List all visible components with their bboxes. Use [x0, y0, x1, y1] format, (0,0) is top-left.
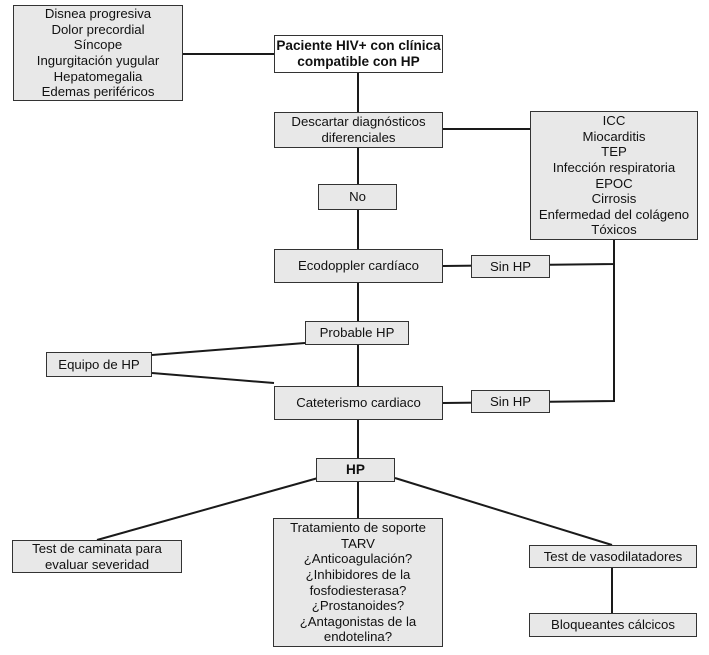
walk-test-text: Test de caminata para evaluar severidad	[32, 541, 162, 572]
differential-item: Miocarditis	[582, 128, 646, 144]
symptom-item: Dolor precordial	[51, 21, 145, 37]
calcium-blockers-box: Bloqueantes cálcicos	[529, 613, 697, 637]
walk-test-line: evaluar severidad	[44, 556, 150, 572]
treatment-item: ¿Prostanoides?	[311, 598, 405, 614]
treatment-item: fosfodiesterasa?	[309, 582, 407, 598]
symptom-item: Disnea progresiva	[44, 6, 152, 22]
probable-hp-label: Probable HP	[319, 325, 395, 341]
no-hp-box-echo: Sin HP	[471, 255, 550, 278]
no-hp-box-cath: Sin HP	[471, 390, 550, 413]
no-label: No	[349, 189, 366, 205]
treatment-box: Tratamiento de soporte TARV ¿Anticoagula…	[273, 518, 443, 647]
vasodilator-test-label: Test de vasodilatadores	[543, 548, 683, 564]
differential-item: TEP	[601, 144, 627, 160]
treatment-item: ¿Inhibidores de la	[305, 566, 411, 582]
hp-team-label: Equipo de HP	[58, 356, 140, 372]
treatment-item: TARV	[341, 535, 375, 551]
rule-out-line: Descartar diagnósticos	[291, 114, 426, 130]
rule-out-box: Descartar diagnósticos diferenciales	[274, 112, 443, 148]
symptoms-box: Disnea progresiva Dolor precordial Sínco…	[13, 5, 183, 101]
differential-item: ICC	[602, 113, 626, 129]
connector-hp-vasotest	[394, 477, 613, 546]
symptom-item: Hepatomegalia	[53, 68, 143, 84]
hp-team-box: Equipo de HP	[46, 352, 152, 377]
rule-out-line: diferenciales	[321, 130, 396, 145]
rule-out-text: Descartar diagnósticos diferenciales	[291, 114, 425, 145]
walk-test-box: Test de caminata para evaluar severidad	[12, 540, 182, 573]
differentials-box: ICC Miocarditis TEP Infección respirator…	[530, 111, 698, 240]
echo-label: Ecodoppler cardíaco	[298, 258, 419, 274]
no-box: No	[318, 184, 397, 210]
connector-probable-team	[151, 342, 306, 356]
treatment-item: endotelina?	[323, 629, 393, 645]
treatment-list: Tratamiento de soporte TARV ¿Anticoagula…	[290, 520, 426, 645]
start-line: compatible con HP	[297, 54, 420, 69]
treatment-item: Tratamiento de soporte	[290, 520, 426, 536]
hp-box: HP	[316, 458, 395, 482]
start-box: Paciente HIV+ con clínica compatible con…	[274, 35, 443, 73]
no-hp-label-cath: Sin HP	[489, 393, 532, 409]
differential-item: Cirrosis	[591, 191, 637, 207]
no-hp-label-echo: Sin HP	[489, 258, 532, 274]
cath-box: Cateterismo cardiaco	[274, 386, 443, 420]
connector-hp-walktest	[96, 477, 319, 541]
differential-item: Enfermedad del colágeno	[538, 206, 690, 222]
start-text: Paciente HIV+ con clínica compatible con…	[276, 38, 440, 69]
treatment-item: ¿Antagonistas de la	[299, 613, 417, 629]
symptom-item: Síncope	[73, 37, 123, 53]
hp-label: HP	[346, 462, 365, 478]
cath-label: Cateterismo cardiaco	[296, 395, 421, 411]
calcium-blockers-label: Bloqueantes cálcicos	[551, 617, 675, 633]
differential-item: EPOC	[595, 175, 633, 191]
treatment-item: ¿Anticoagulación?	[303, 551, 413, 567]
vasodilator-test-box: Test de vasodilatadores	[529, 545, 697, 568]
symptom-item: Edemas periféricos	[41, 84, 155, 100]
echo-box: Ecodoppler cardíaco	[274, 249, 443, 283]
walk-test-line: Test de caminata para	[32, 540, 162, 556]
differential-item: Infección respiratoria	[552, 159, 676, 175]
connector-team-cath	[151, 372, 275, 384]
differential-item: Tóxicos	[591, 222, 637, 238]
differentials-list: ICC Miocarditis TEP Infección respirator…	[539, 113, 689, 238]
symptoms-list: Disnea progresiva Dolor precordial Sínco…	[37, 6, 159, 100]
symptom-item: Ingurgitación yugular	[36, 53, 160, 68]
start-line: Paciente HIV+ con clínica	[276, 38, 441, 54]
probable-hp-box: Probable HP	[305, 321, 409, 345]
